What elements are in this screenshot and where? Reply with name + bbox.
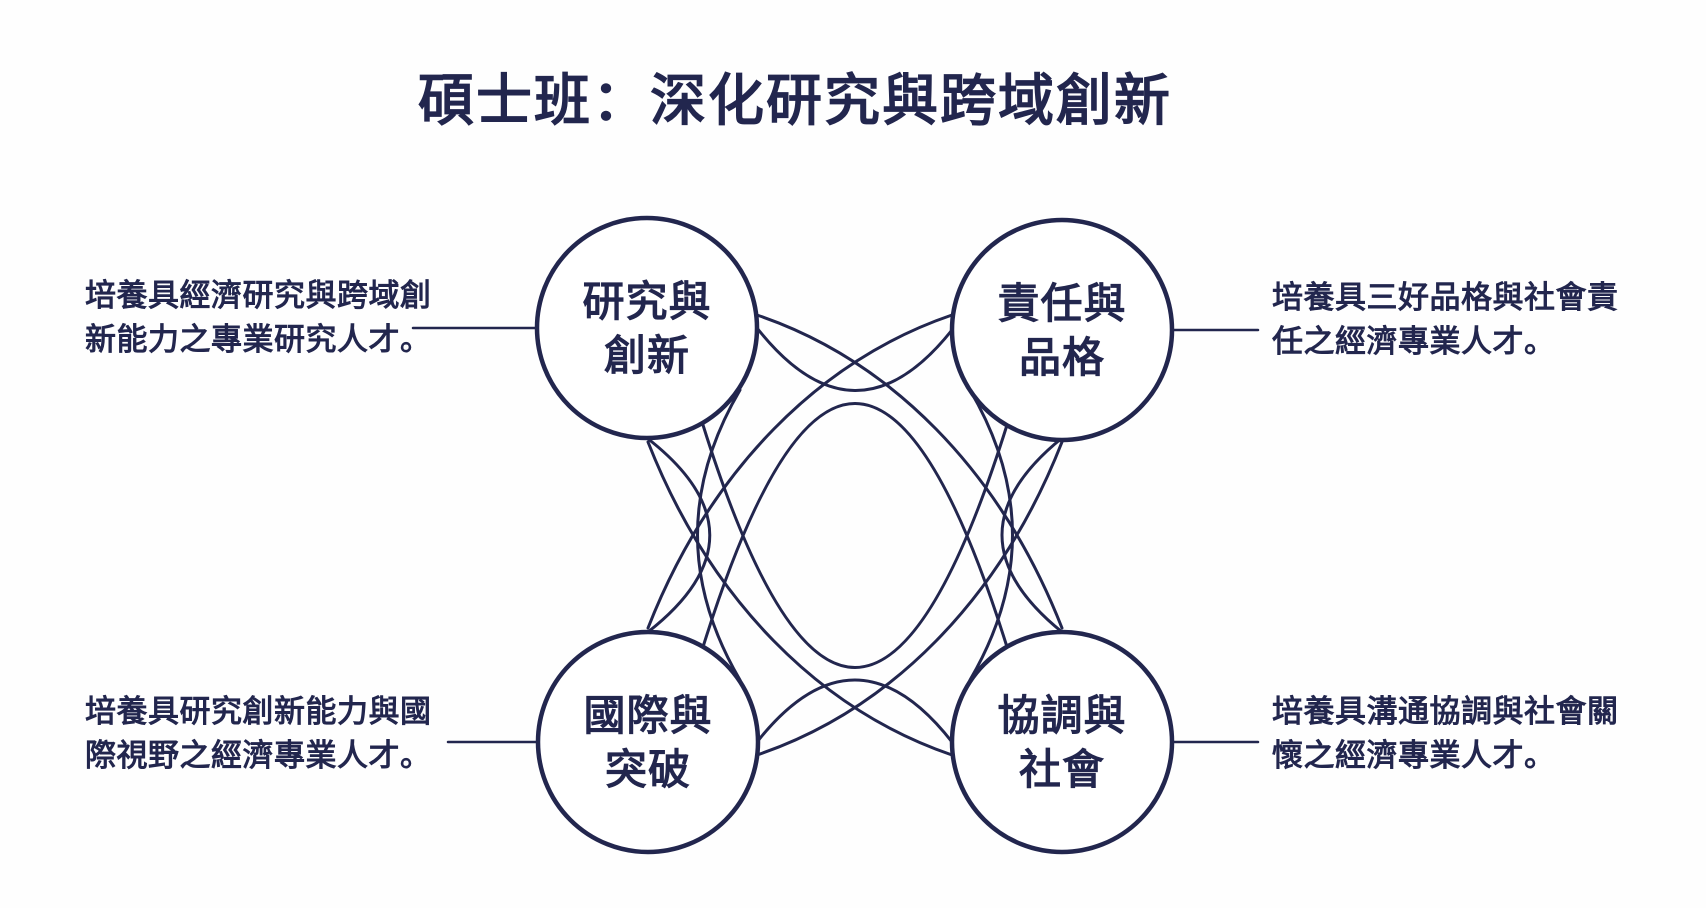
connection-curve: [755, 326, 954, 392]
node-label-responsibility-character: 責任與 品格: [952, 277, 1172, 385]
node-label-coordination-society: 協調與 社會: [952, 689, 1172, 797]
node-label-line: 責任與: [997, 280, 1127, 327]
node-label-research-innovation: 研究與 創新: [537, 275, 757, 383]
page-title: 碩士班：深化研究與跨域創新: [418, 69, 1172, 132]
connection-curve: [1000, 436, 1064, 634]
description-line: 培養具經濟研究與跨域創: [85, 278, 432, 313]
connection-curve: [755, 313, 1064, 630]
node-label-line: 品格: [1018, 333, 1105, 381]
node-description-coordination-society: 培養具溝通協調與社會關 懷之經濟專業人才。: [1272, 690, 1632, 778]
description-line: 培養具三好品格與社會責: [1272, 280, 1619, 315]
connection-curve: [646, 313, 954, 630]
connection-curves: [645, 313, 1064, 757]
description-line: 新能力之專業研究人才。: [85, 322, 432, 358]
description-line: 培養具溝通協調與社會關: [1272, 694, 1619, 729]
node-circle-top-right: [949, 217, 1175, 443]
connection-curve: [701, 402, 1009, 649]
connection-curve: [645, 436, 712, 634]
node-circle-bottom-right: [949, 629, 1175, 855]
description-line: 任之經濟專業人才。: [1272, 324, 1556, 360]
connection-curve: [696, 388, 742, 682]
node-description-international-breakthrough: 培養具研究創新能力與國 際視野之經濟專業人才。: [85, 690, 445, 778]
node-label-line: 社會: [1018, 745, 1105, 793]
node-label-line: 研究與: [582, 278, 712, 325]
description-line: 際視野之經濟專業人才。: [85, 738, 432, 774]
connection-curve: [701, 423, 1009, 669]
node-description-research-innovation: 培養具經濟研究與跨域創 新能力之專業研究人才。: [85, 274, 445, 362]
node-circle-top-left: [534, 215, 760, 441]
node-label-line: 創新: [603, 331, 690, 379]
node-circles: [534, 215, 1175, 855]
node-description-responsibility-character: 培養具三好品格與社會責 任之經濟專業人才。: [1272, 276, 1632, 364]
description-line: 懷之經濟專業人才。: [1272, 738, 1556, 774]
connection-curve: [755, 678, 954, 744]
connection-curve: [755, 440, 1064, 757]
description-line: 培養具研究創新能力與國: [85, 694, 432, 729]
connection-curve: [646, 440, 954, 757]
node-label-line: 突破: [604, 745, 691, 793]
description-connectors: [411, 326, 1260, 744]
node-circle-bottom-left: [535, 629, 761, 855]
node-label-line: 國際與: [583, 692, 713, 739]
connection-curve: [968, 388, 1014, 682]
node-label-line: 協調與: [997, 692, 1127, 739]
node-label-international-breakthrough: 國際與 突破: [538, 689, 758, 797]
